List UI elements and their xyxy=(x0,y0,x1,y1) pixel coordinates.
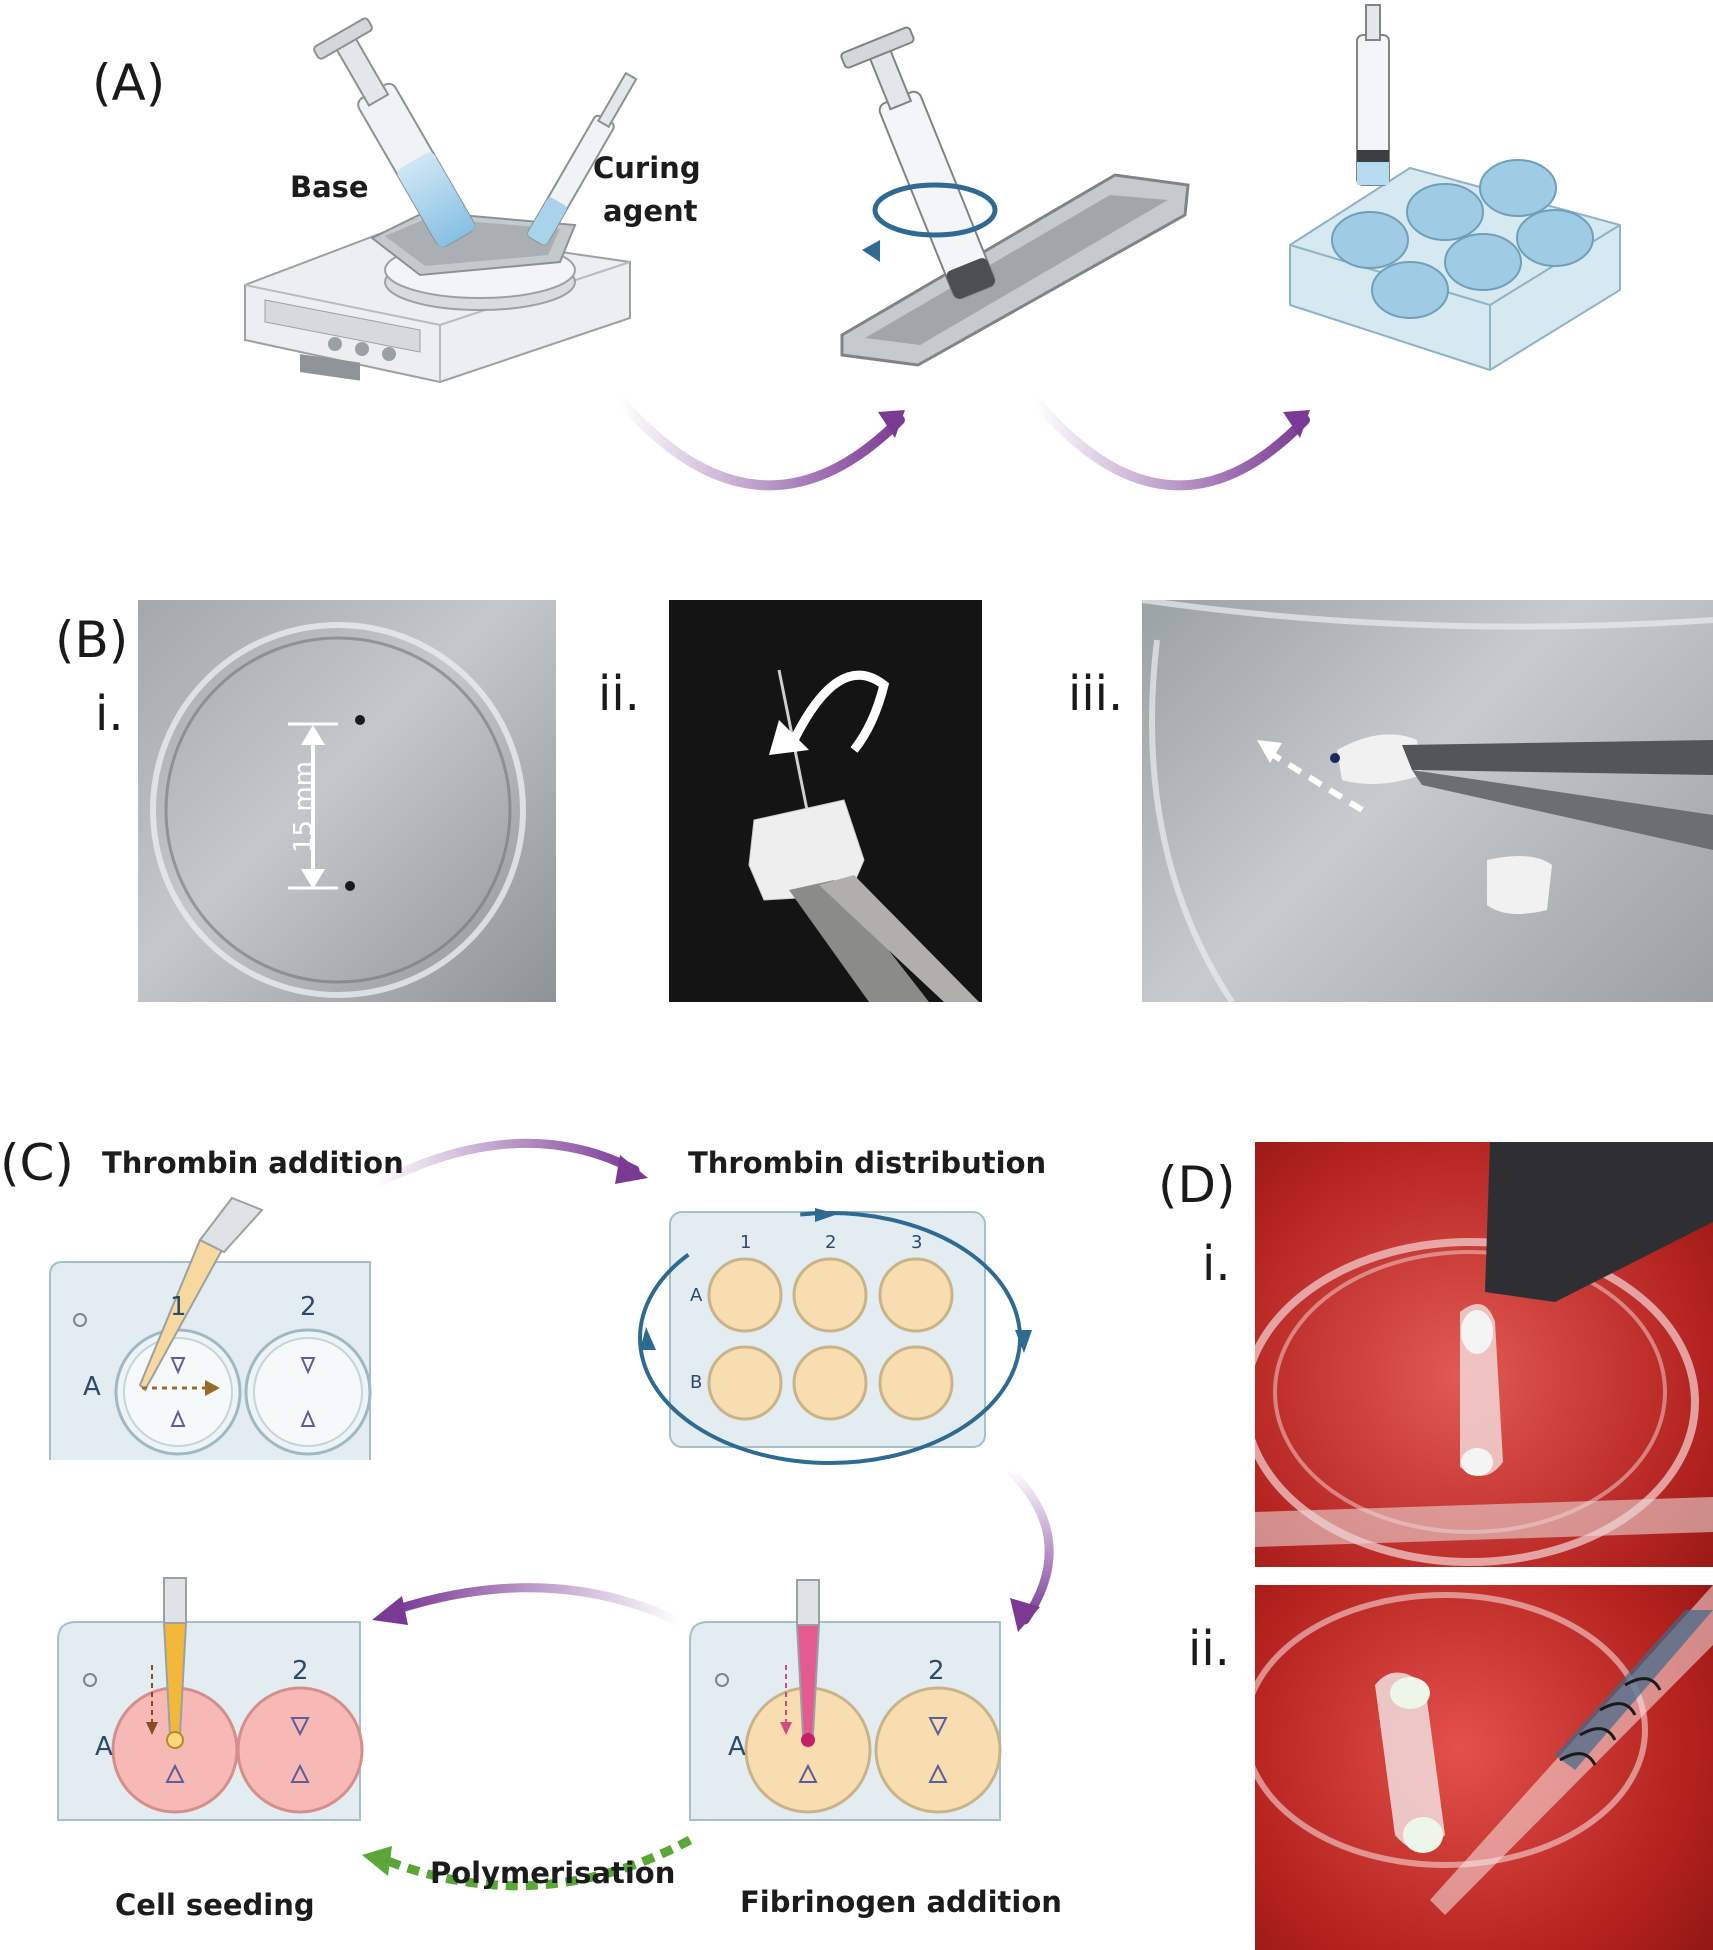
step-polymerisation: Polymerisation xyxy=(430,1856,676,1890)
photo-b-ii xyxy=(669,600,982,1002)
sub-label-b-i: i. xyxy=(95,686,124,742)
photo-d-i xyxy=(1255,1142,1713,1567)
arrow-c2-head xyxy=(1010,1598,1040,1632)
panel-label-d: (D) xyxy=(1158,1156,1236,1214)
step-thrombin-distribution: Thrombin distribution xyxy=(688,1146,1047,1180)
arrow-c3-head xyxy=(372,1596,408,1625)
big-plate-row-b: B xyxy=(690,1372,703,1393)
big-plate-row-a: A xyxy=(690,1285,703,1306)
arrow-c2 xyxy=(1005,1465,1054,1625)
arrow-a1 xyxy=(615,395,905,491)
balance-scale-icon xyxy=(244,210,631,384)
arrow-a2 xyxy=(1030,395,1310,491)
big-plate-col3: 3 xyxy=(911,1232,923,1253)
panel-label-a: (A) xyxy=(92,54,166,112)
label-curing-line2: agent xyxy=(603,194,698,228)
sub-label-b-ii: ii. xyxy=(598,666,640,722)
label-base: Base xyxy=(290,170,369,204)
photo-b-i: 15 mm xyxy=(138,600,556,1002)
fibrinogen-plate-col2: 2 xyxy=(928,1656,945,1686)
big-plate-col2: 2 xyxy=(825,1232,837,1253)
arrow-a2-head xyxy=(1283,410,1310,438)
label-curing-line1: Curing xyxy=(593,151,701,185)
plate-cell-seeding xyxy=(57,1577,364,1821)
big-plate-col1: 1 xyxy=(740,1232,752,1253)
plate-fibrinogen-addition xyxy=(689,1579,1002,1821)
sub-label-d-i: i. xyxy=(1202,1236,1231,1292)
photo-d-ii xyxy=(1255,1585,1713,1950)
photo-b-iii xyxy=(1142,600,1713,1002)
syringe-base-icon xyxy=(313,17,475,248)
arrow-polymerisation-head xyxy=(362,1846,392,1876)
sub-label-b-iii: iii. xyxy=(1068,666,1124,722)
step-thrombin-addition: Thrombin addition xyxy=(102,1146,404,1180)
small-plate-col2: 2 xyxy=(300,1292,317,1322)
sub-label-d-ii: ii. xyxy=(1188,1621,1230,1677)
arrow-c1 xyxy=(370,1138,640,1190)
plate-thrombin-distribution xyxy=(638,1208,1032,1465)
small-plate-row: A xyxy=(83,1372,101,1402)
arrow-a1-head xyxy=(878,410,905,438)
seeding-plate-row: A xyxy=(95,1732,113,1762)
fibrinogen-plate-row: A xyxy=(728,1732,746,1762)
plate-thrombin-addition xyxy=(49,1196,372,1460)
arrow-polymerisation xyxy=(383,1836,693,1891)
panel-label-c: (C) xyxy=(0,1134,74,1192)
arrow-c1-head xyxy=(615,1155,648,1184)
small-plate-col1: 1 xyxy=(170,1292,187,1322)
mixing-dish-icon xyxy=(840,26,1190,367)
syringe-curing-icon xyxy=(527,71,638,246)
six-well-plate-icon xyxy=(1289,4,1621,372)
arrow-c3 xyxy=(390,1583,685,1627)
step-fibrinogen-addition: Fibrinogen addition xyxy=(740,1885,1062,1919)
measure-15mm: 15 mm xyxy=(289,760,320,854)
seeding-plate-col2: 2 xyxy=(292,1656,309,1686)
step-cell-seeding: Cell seeding xyxy=(115,1888,315,1922)
panel-label-b: (B) xyxy=(55,611,129,669)
